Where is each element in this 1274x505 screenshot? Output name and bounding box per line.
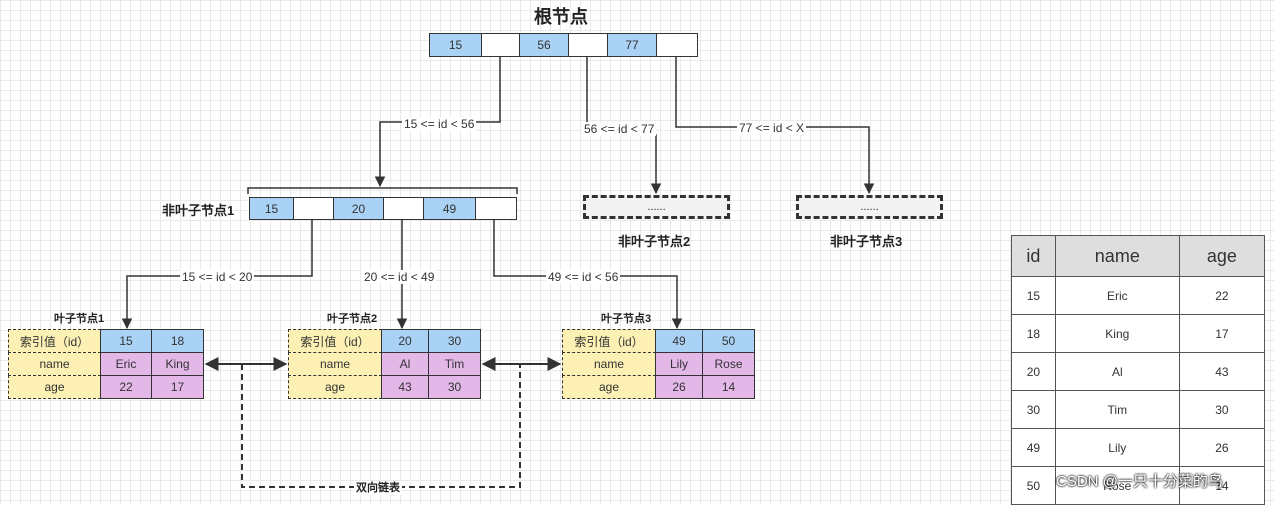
leaf1-name-1: Eric xyxy=(100,352,152,376)
non-leaf-node3-title: 非叶子节点3 xyxy=(830,234,903,249)
leaf3-title: 叶子节点3 xyxy=(601,313,652,325)
leaf3-header-id: 索引值（id） xyxy=(562,329,656,353)
non-leaf-node2-title: 非叶子节点2 xyxy=(618,234,691,249)
edge-label-node1-leaf1: 15 <= id < 20 xyxy=(180,270,255,284)
table-row: 30 Tim 30 xyxy=(1011,390,1266,429)
edge-label-root-node1: 15 <= id < 56 xyxy=(402,117,477,131)
leaf1-header-id: 索引值（id） xyxy=(8,329,101,353)
table-cell-id: 15 xyxy=(1011,276,1056,315)
leaf3-id-1: 49 xyxy=(655,329,703,353)
table-row: 49 Lily 26 xyxy=(1011,428,1266,467)
table-cell-name: Al xyxy=(1054,352,1180,391)
leaf2-title: 叶子节点2 xyxy=(327,313,378,325)
leaf3-header-age: age xyxy=(562,375,656,399)
leaf2-age-2: 30 xyxy=(428,375,481,399)
table-cell-name: King xyxy=(1054,314,1180,353)
leaf2-name-1: Al xyxy=(381,352,429,376)
leaf1-id-2: 18 xyxy=(151,329,204,353)
table-cell-age: 26 xyxy=(1178,428,1266,467)
root-title: 根节点 xyxy=(534,7,588,27)
leaf1-id-1: 15 xyxy=(100,329,152,353)
leaf2-id-2: 30 xyxy=(428,329,481,353)
table-header-row: id name age xyxy=(1011,235,1266,277)
leaf3-name-2: Rose xyxy=(702,352,755,376)
node1-pointer-1 xyxy=(293,197,334,220)
leaf3-id-2: 50 xyxy=(702,329,755,353)
leaf1-age-1: 22 xyxy=(100,375,152,399)
leaf2-header-id: 索引值（id） xyxy=(288,329,382,353)
edge-label-node1-leaf2: 20 <= id < 49 xyxy=(362,270,437,284)
linked-list-label: 双向链表 xyxy=(354,481,402,495)
root-pointer-3 xyxy=(656,33,698,57)
root-pointer-1 xyxy=(481,33,520,57)
table-cell-id: 20 xyxy=(1011,352,1056,391)
leaf1-age-2: 17 xyxy=(151,375,204,399)
node1-key-2: 20 xyxy=(333,197,384,220)
leaf1-header-age: age xyxy=(8,375,101,399)
table-cell-age: 17 xyxy=(1178,314,1266,353)
table-cell-id: 49 xyxy=(1011,428,1056,467)
table-cell-id: 18 xyxy=(1011,314,1056,353)
table-cell-name: Tim xyxy=(1054,390,1180,429)
table-cell-id: 50 xyxy=(1011,466,1056,505)
leaf2-name-2: Tim xyxy=(428,352,481,376)
edge-label-node1-leaf3: 49 <= id < 56 xyxy=(546,270,621,284)
table-row: 18 King 17 xyxy=(1011,314,1266,353)
leaf2-age-1: 43 xyxy=(381,375,429,399)
leaf3-name-1: Lily xyxy=(655,352,703,376)
leaf1-header-name: name xyxy=(8,352,101,376)
leaf2-header-age: age xyxy=(288,375,382,399)
table-header-age: age xyxy=(1178,235,1266,277)
table-cell-age: 22 xyxy=(1178,276,1266,315)
root-pointer-2 xyxy=(568,33,608,57)
edge-label-root-node3: 77 <= id < X xyxy=(737,121,807,135)
leaf3-age-1: 26 xyxy=(655,375,703,399)
root-key-2: 56 xyxy=(519,33,569,57)
watermark: CSDN @一只十分菜的鸟 xyxy=(1056,473,1223,490)
leaf2-id-1: 20 xyxy=(381,329,429,353)
root-key-3: 77 xyxy=(607,33,657,57)
node1-pointer-3 xyxy=(475,197,517,220)
node1-key-1: 15 xyxy=(249,197,294,220)
leaf3-header-name: name xyxy=(562,352,656,376)
leaf3-age-2: 14 xyxy=(702,375,755,399)
non-leaf-node3: ...... xyxy=(796,195,943,219)
node1-pointer-2 xyxy=(383,197,424,220)
table-cell-age: 30 xyxy=(1178,390,1266,429)
table-cell-name: Eric xyxy=(1054,276,1180,315)
leaf1-name-2: King xyxy=(151,352,204,376)
node1-bracket xyxy=(247,187,518,194)
table-row: 15 Eric 22 xyxy=(1011,276,1266,315)
table-row: 20 Al 43 xyxy=(1011,352,1266,391)
non-leaf-node1-title: 非叶子节点1 xyxy=(162,203,235,218)
non-leaf-node2: ...... xyxy=(583,195,730,219)
table-cell-id: 30 xyxy=(1011,390,1056,429)
edge-label-root-node2: 56 <= id < 77 xyxy=(582,122,657,136)
data-table: id name age 15 Eric 22 18 King 17 20 Al … xyxy=(1011,235,1266,505)
root-key-1: 15 xyxy=(429,33,482,57)
table-cell-name: Lily xyxy=(1054,428,1180,467)
leaf1-title: 叶子节点1 xyxy=(54,313,105,325)
table-header-name: name xyxy=(1054,235,1180,277)
leaf2-header-name: name xyxy=(288,352,382,376)
table-cell-age: 43 xyxy=(1178,352,1266,391)
table-header-id: id xyxy=(1011,235,1056,277)
node1-key-3: 49 xyxy=(423,197,476,220)
